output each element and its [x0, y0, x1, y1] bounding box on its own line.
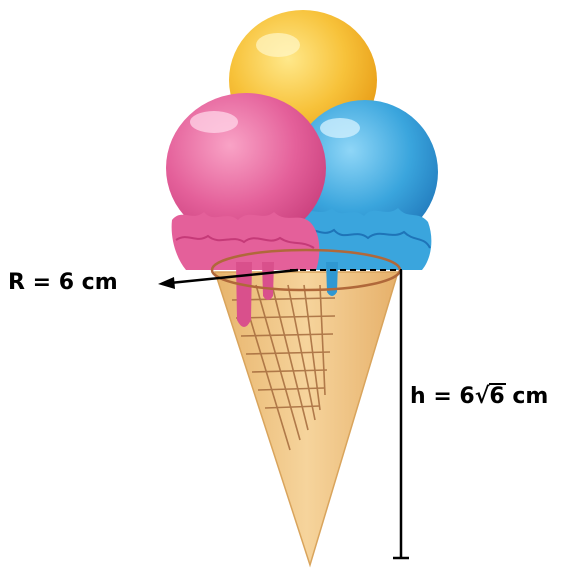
- pink-drip-left: [236, 262, 252, 327]
- radius-arrow: [158, 268, 299, 289]
- blue-drip: [326, 262, 338, 296]
- square-root: √6: [474, 383, 506, 409]
- cone-body: [213, 271, 400, 568]
- height-label: h = 6√6 cm: [410, 383, 549, 409]
- blue-scoop: [292, 100, 438, 296]
- root-argument: 6: [489, 384, 505, 409]
- height-label-prefix: h = 6: [410, 384, 475, 409]
- pink-drip-right: [262, 262, 274, 300]
- radius-label: R = 6 cm: [8, 270, 118, 295]
- root-symbol: √: [474, 384, 490, 409]
- height-marker: [393, 270, 409, 560]
- height-unit: cm: [504, 384, 549, 409]
- pink-scoop: [166, 93, 326, 327]
- cone: [213, 271, 400, 568]
